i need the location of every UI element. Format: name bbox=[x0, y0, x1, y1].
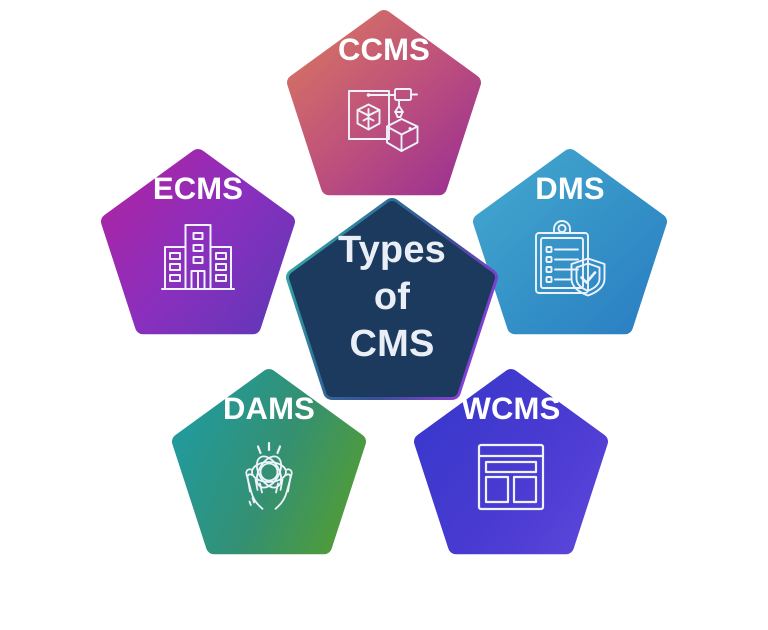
pentagon-shape-center bbox=[289, 201, 495, 397]
pentagon-shape-ccms bbox=[287, 10, 481, 196]
pentagon-node-ccms[interactable]: CCMS bbox=[278, 4, 490, 206]
pentagon-node-center[interactable]: Types of CMS bbox=[276, 191, 508, 413]
pentagon-shape-ecms bbox=[101, 149, 295, 335]
pentagon-node-ecms[interactable]: ECMS bbox=[92, 143, 304, 345]
